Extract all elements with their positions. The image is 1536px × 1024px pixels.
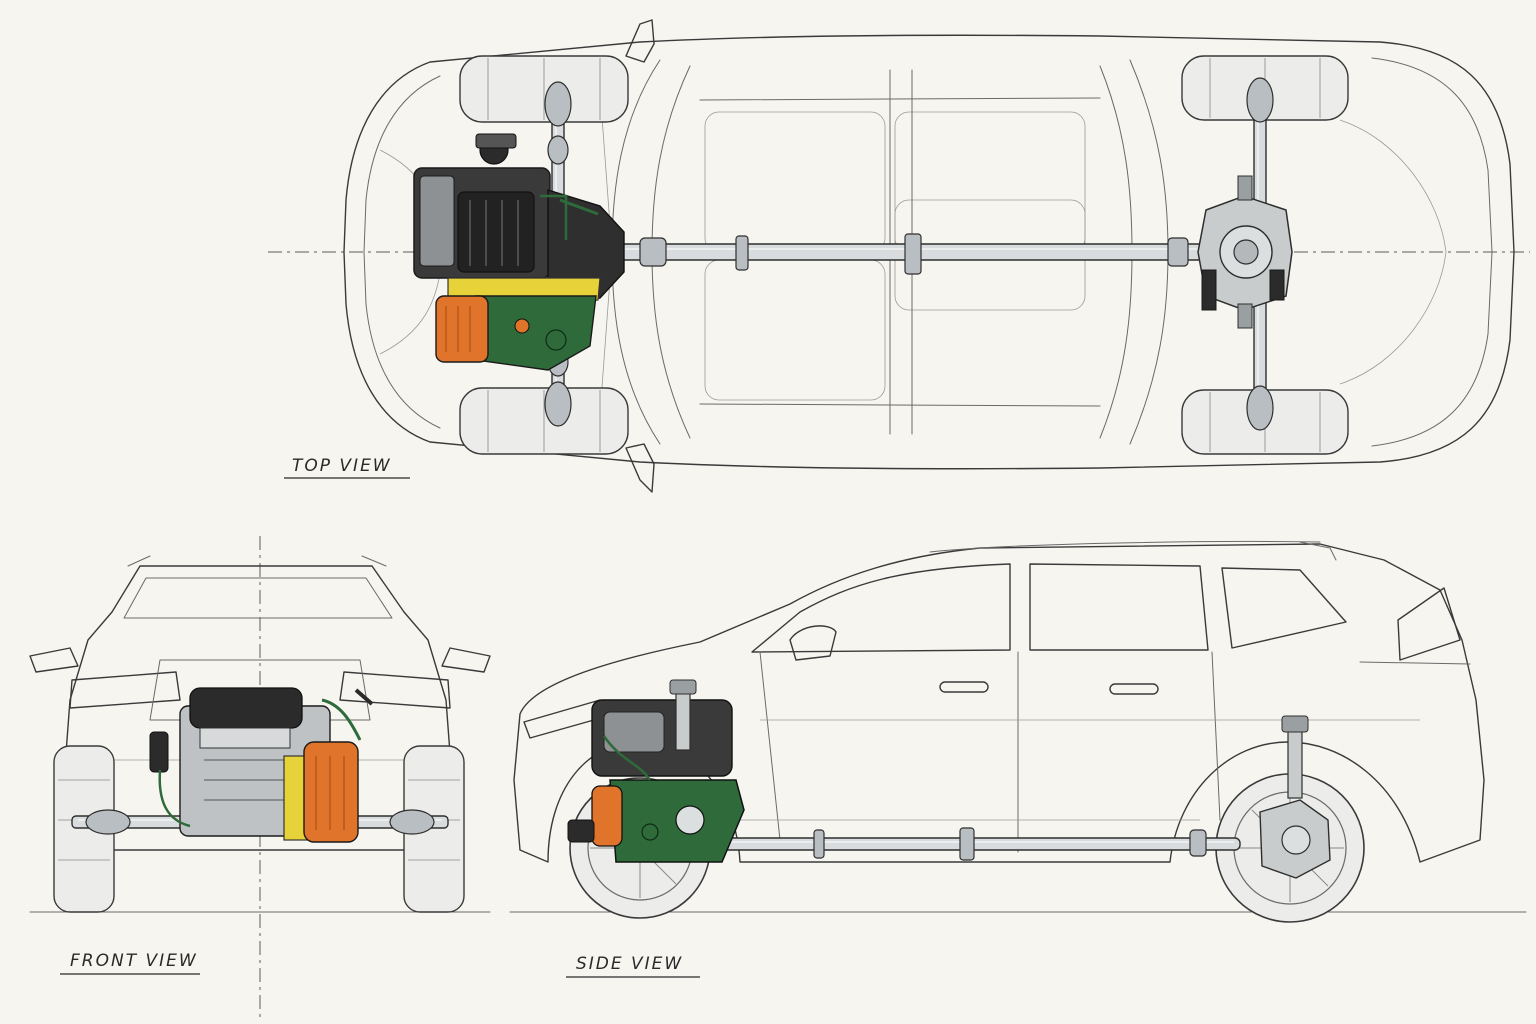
powertrain-top: [413, 133, 625, 371]
door-handle-front: [939, 681, 989, 693]
side-window-rear: [1029, 563, 1209, 651]
front-view-label: FRONT VIEW: [70, 951, 198, 971]
mirror-left: [625, 19, 655, 63]
side-view: SIDE VIEW: [509, 540, 1527, 978]
front-mirror-right: [441, 647, 491, 673]
side-mirror: [789, 625, 837, 661]
rear-differential: [1197, 175, 1293, 329]
side-rear-suspension: [1259, 715, 1331, 879]
top-view-label: TOP VIEW: [292, 456, 392, 476]
front-mirror-left: [29, 647, 79, 673]
front-view: FRONT VIEW: [29, 536, 491, 1020]
mirror-right: [625, 443, 655, 493]
side-window-front: [751, 563, 1011, 653]
side-transfer-case: [591, 785, 623, 847]
side-powertrain: [567, 679, 745, 863]
transfer-case: [435, 295, 489, 363]
side-window-quarter: [1221, 567, 1347, 649]
driveshaft-top: [599, 233, 1211, 275]
front-powertrain: [149, 687, 374, 843]
front-transfer-case: [303, 741, 359, 843]
door-handle-rear: [1109, 683, 1159, 695]
top-wheels: [459, 55, 1349, 455]
side-view-label: SIDE VIEW: [576, 954, 683, 974]
driveshaft-side: [719, 827, 1241, 861]
top-view: TOP VIEW: [268, 19, 1530, 493]
transmission-case: [475, 295, 597, 371]
